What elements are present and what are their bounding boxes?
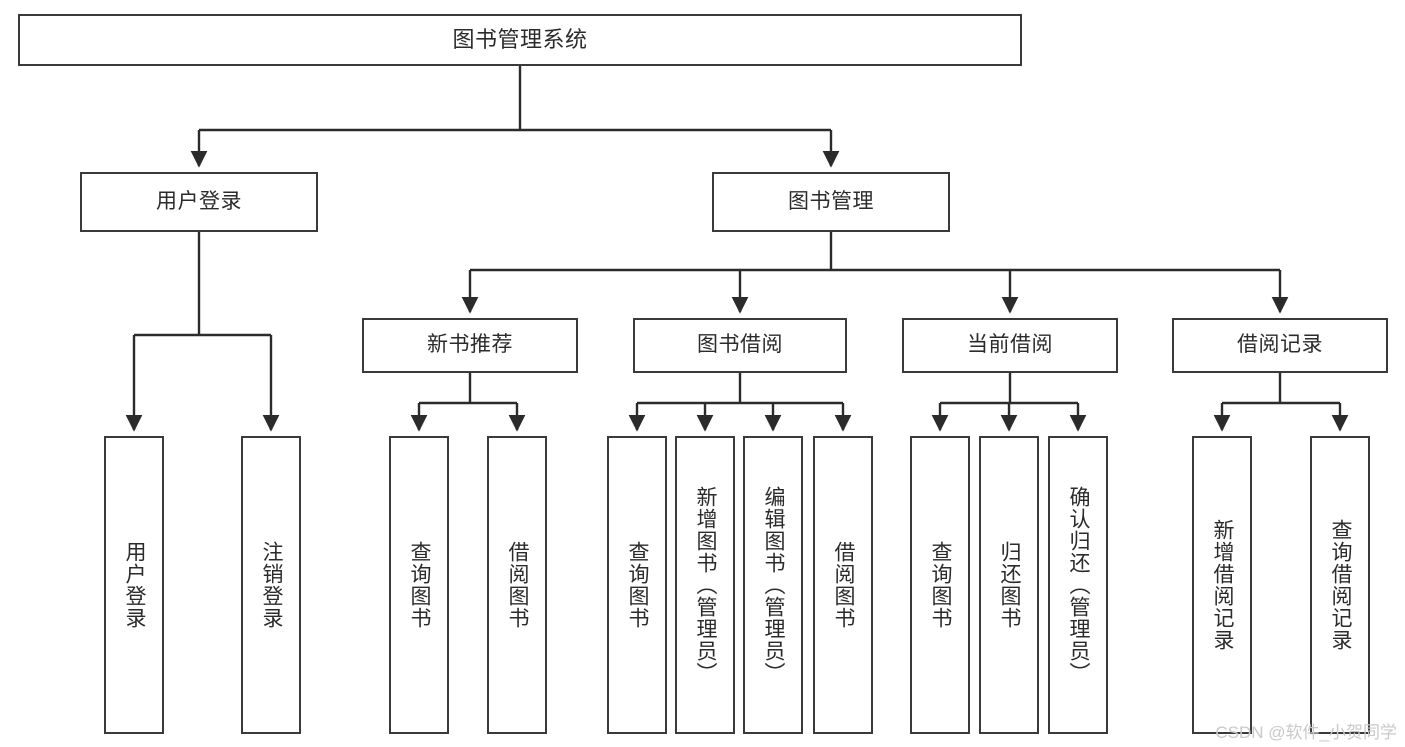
node-book-borrow[interactable]: 图书借阅 [633, 318, 847, 373]
node-user-login[interactable]: 用户登录 [80, 172, 318, 232]
node-new-book-recommend[interactable]: 新书推荐 [362, 318, 578, 373]
node-root-book-management-system[interactable]: 图书管理系统 [18, 14, 1022, 66]
node-leaf-add-book[interactable]: 新增图书（管理员） [675, 436, 735, 734]
node-leaf-add-borrow-record[interactable]: 新增借阅记录 [1192, 436, 1252, 734]
node-label: 用户登录 [123, 541, 146, 629]
node-label: 图书管理 [788, 189, 874, 213]
node-label: 编辑图书（管理员） [762, 486, 785, 684]
node-leaf-query-book-recommend[interactable]: 查询图书 [389, 436, 449, 734]
node-leaf-query-book-current[interactable]: 查询图书 [910, 436, 970, 734]
node-label: 借阅图书 [506, 541, 529, 629]
node-label: 用户登录 [156, 189, 242, 213]
node-label: 查询借阅记录 [1329, 519, 1352, 651]
node-leaf-query-book-borrow[interactable]: 查询图书 [607, 436, 667, 734]
node-leaf-user-login[interactable]: 用户登录 [104, 436, 164, 734]
node-leaf-borrow-book[interactable]: 借阅图书 [813, 436, 873, 734]
node-leaf-return-book[interactable]: 归还图书 [979, 436, 1039, 734]
node-borrow-record[interactable]: 借阅记录 [1172, 318, 1388, 373]
node-label: 查询图书 [408, 541, 431, 629]
node-label: 查询图书 [626, 541, 649, 629]
node-current-borrow[interactable]: 当前借阅 [902, 318, 1118, 373]
node-label: 归还图书 [998, 541, 1021, 629]
node-leaf-logout-login[interactable]: 注销登录 [241, 436, 301, 734]
node-label: 图书借阅 [697, 333, 783, 357]
node-label: 借阅图书 [832, 541, 855, 629]
node-label: 注销登录 [260, 541, 283, 629]
node-label: 查询图书 [929, 541, 952, 629]
node-label: 新增图书（管理员） [694, 486, 717, 684]
node-leaf-borrow-book-recommend[interactable]: 借阅图书 [487, 436, 547, 734]
node-book-management[interactable]: 图书管理 [712, 172, 950, 232]
node-label: 确认归还（管理员） [1067, 486, 1090, 684]
node-leaf-query-borrow-record[interactable]: 查询借阅记录 [1310, 436, 1370, 734]
node-label: 借阅记录 [1237, 333, 1323, 357]
node-leaf-confirm-return[interactable]: 确认归还（管理员） [1048, 436, 1108, 734]
node-label: 图书管理系统 [452, 27, 588, 53]
watermark-text: CSDN @软件_小贺同学 [1215, 723, 1397, 742]
node-label: 新增借阅记录 [1211, 519, 1234, 651]
node-label: 新书推荐 [427, 333, 513, 357]
node-label: 当前借阅 [967, 333, 1053, 357]
node-leaf-edit-book[interactable]: 编辑图书（管理员） [743, 436, 803, 734]
